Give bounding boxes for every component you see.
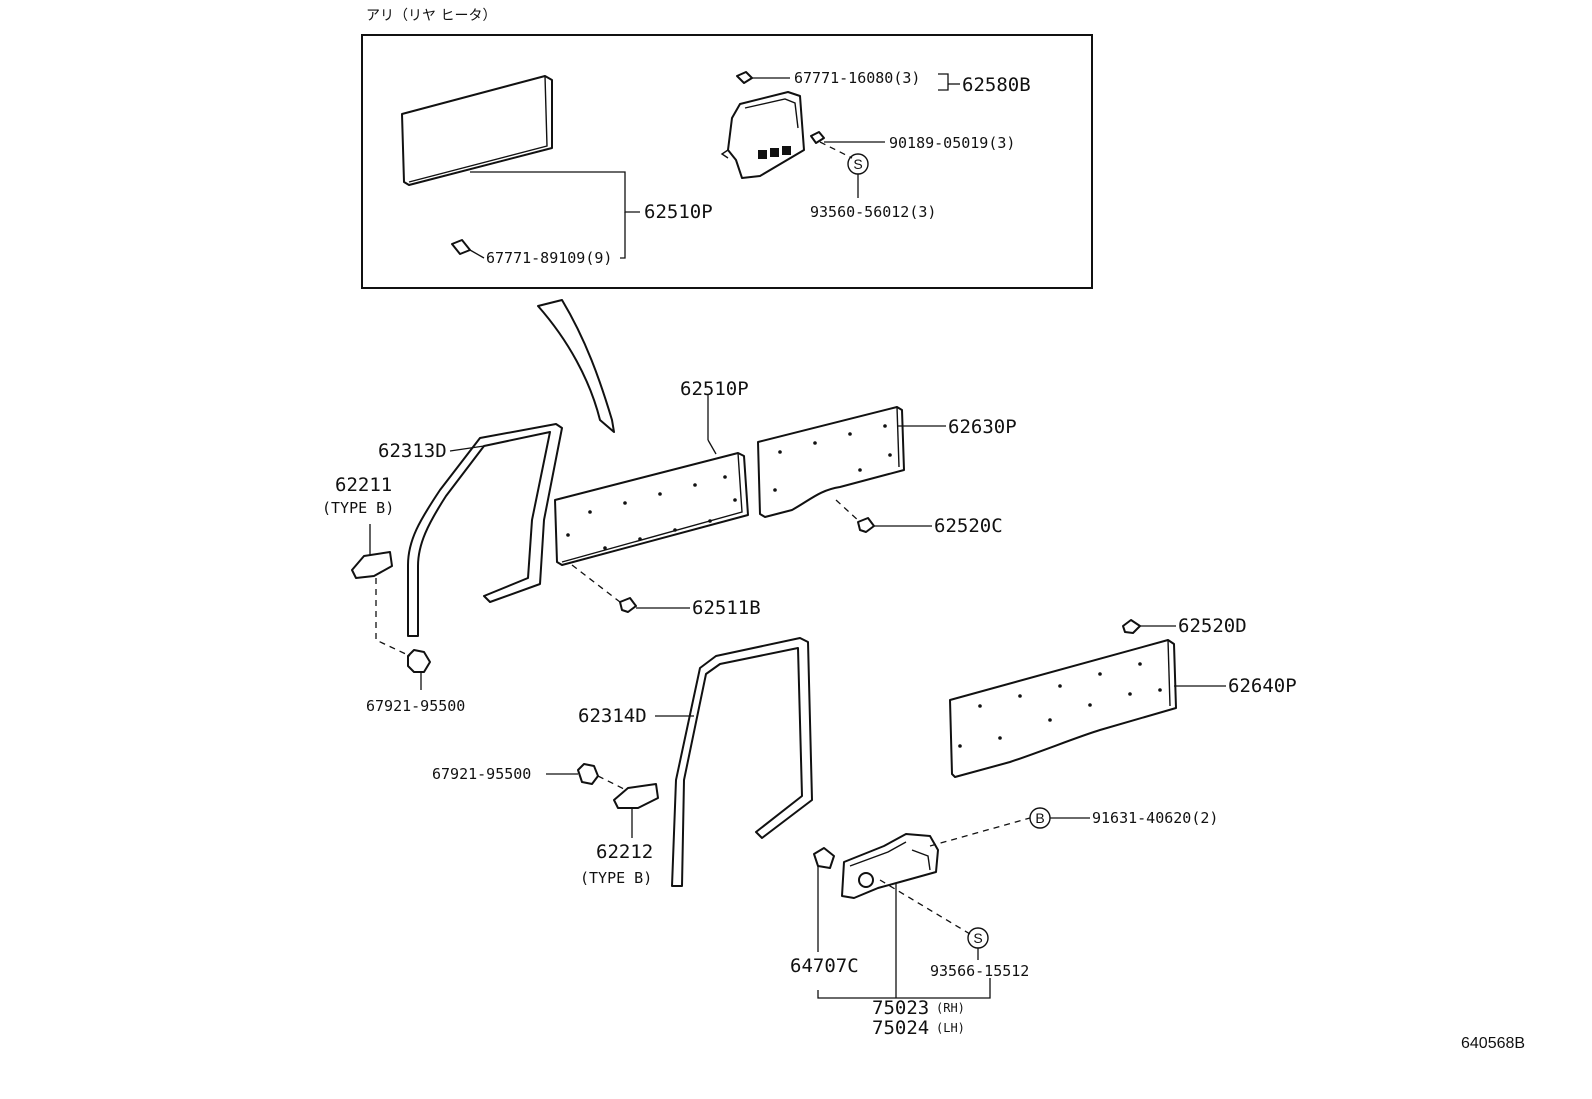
callout-62640p: 62640P — [1228, 675, 1297, 697]
leader-62580b-bracket — [938, 73, 949, 91]
callout-62212-type: (TYPE B) — [580, 869, 652, 887]
leader-62510p-b — [707, 439, 717, 455]
inset-arrow — [537, 299, 615, 433]
clip-67771-89109-shape — [451, 239, 471, 255]
screw-90189-05019-shape — [810, 131, 825, 144]
inset-frame — [361, 34, 1093, 289]
panel-62510p-shape — [554, 452, 749, 566]
heater-cover-62580b-shape — [720, 91, 805, 179]
callout-62211: 62211 — [335, 474, 392, 496]
callout-75023: 75023 — [872, 997, 929, 1019]
callout-90189-05019: 90189-05019(3) — [889, 134, 1015, 152]
leader-62313d — [449, 445, 485, 452]
inset-panel-62510p-shape — [401, 75, 553, 186]
panel-62630p-shape — [757, 406, 905, 518]
seal-b-label: B — [1035, 810, 1044, 826]
leader-inset-panel — [470, 171, 640, 213]
clip-62520c-shape — [857, 517, 875, 533]
callout-62511b: 62511B — [692, 597, 761, 619]
callout-62520c: 62520C — [934, 515, 1003, 537]
callout-62520d: 62520D — [1178, 615, 1247, 637]
seal-s-lower-label: S — [973, 930, 982, 946]
dash-62510p-62511b — [571, 564, 621, 603]
leader-75023-bracket — [817, 978, 991, 999]
callout-62510p-inset: 62510P — [644, 201, 713, 223]
callout-93560-56012: 93560-56012(3) — [810, 203, 936, 221]
clip-62520d-shape — [1122, 619, 1141, 634]
leader-inset-panel2 — [620, 212, 626, 259]
clip-67921-95500-b-shape — [577, 763, 599, 785]
callout-62211-type: (TYPE B) — [322, 499, 394, 517]
step-75023-shape — [841, 833, 939, 899]
callout-62212: 62212 — [596, 841, 653, 863]
dash-62211-clip — [375, 578, 411, 657]
callout-62580b: 62580B — [962, 74, 1031, 96]
callout-93566-15512: 93566-15512 — [930, 962, 1029, 980]
clip-62511b-shape — [619, 597, 637, 613]
callout-62313d: 62313D — [378, 440, 447, 462]
panel-62640p-shape — [949, 639, 1177, 778]
callout-75023-side: (RH) — [936, 1001, 965, 1015]
diagram-id: 640568B — [1461, 1035, 1525, 1052]
bracket-62211-shape — [351, 551, 393, 579]
callout-67921-95500-a: 67921-95500 — [366, 697, 465, 715]
callout-62510p: 62510P — [680, 378, 749, 400]
weatherstrip-62313d-shape — [407, 423, 563, 637]
inset-note: アリ（リヤ ヒータ） — [366, 8, 496, 24]
dash-clip-62212 — [597, 775, 627, 791]
weatherstrip-62314d-shape — [671, 637, 813, 887]
callout-75024-side: (LH) — [936, 1021, 965, 1035]
dash-step-seal-b — [929, 817, 1031, 847]
bracket-62212-shape — [613, 783, 659, 809]
dash-step-seal-s — [879, 879, 971, 935]
callout-75024: 75024 — [872, 1017, 929, 1039]
clip-67921-95500-a-shape — [407, 649, 431, 673]
callout-67921-95500-b: 67921-95500 — [432, 765, 531, 783]
dash-62630p-62520c — [835, 499, 861, 523]
callout-67771-89109: 67771-89109(9) — [486, 249, 612, 267]
callout-62314d: 62314D — [578, 705, 647, 727]
leader-67771-89109 — [469, 249, 485, 259]
dash-screw-seal — [819, 141, 853, 159]
clip-67771-16080-shape — [736, 71, 753, 84]
callout-67771-16080: 67771-16080(3) — [794, 69, 920, 87]
callout-91631-40620: 91631-40620(2) — [1092, 809, 1218, 827]
callout-62630p: 62630P — [948, 416, 1017, 438]
clip-64707c-shape — [813, 847, 835, 869]
seal-s-inset-label: S — [853, 156, 862, 172]
callout-64707c: 64707C — [790, 955, 859, 977]
